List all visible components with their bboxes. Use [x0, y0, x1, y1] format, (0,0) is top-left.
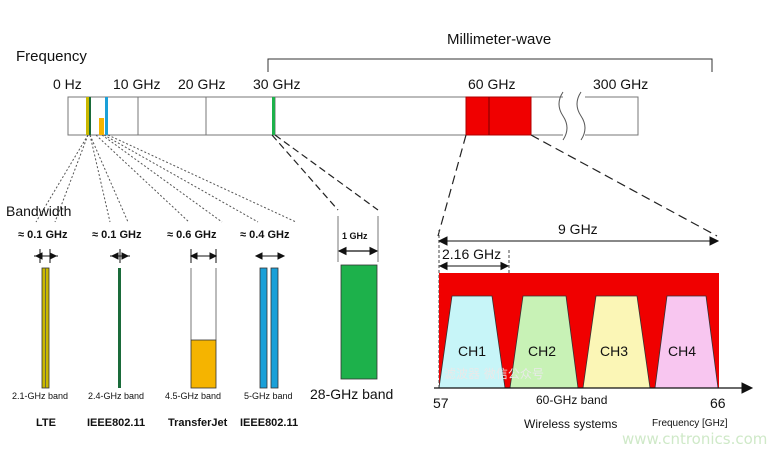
band-label-60ghz: 60-GHz band [536, 393, 607, 407]
bw-5ghz: ≈ 0.4 GHz [240, 229, 290, 241]
channel-bw-label: 2.16 GHz [442, 246, 501, 262]
channel-ch3-label: CH3 [600, 343, 628, 359]
channel-ch4-label: CH4 [668, 343, 696, 359]
system-transferjet: TransferJet [168, 417, 228, 429]
channel-ch1-label: CH1 [458, 343, 486, 359]
tick-30ghz: 30 GHz [253, 76, 300, 92]
bw-lte: ≈ 0.1 GHz [18, 229, 68, 241]
band-lte-strip [86, 97, 89, 135]
band-wlan-strip [89, 97, 91, 135]
zoom-lines-28ghz [271, 134, 379, 211]
tick-0hz: 0 Hz [53, 76, 82, 92]
system-lte: LTE [36, 417, 56, 429]
band-label-transferjet: 4.5-GHz band [165, 391, 221, 401]
tick-20ghz: 20 GHz [178, 76, 225, 92]
tick-300ghz: 300 GHz [593, 76, 648, 92]
bw-wlan24: ≈ 0.1 GHz [92, 229, 142, 241]
axis-start-57: 57 [433, 395, 449, 411]
wireless-systems-label: Wireless systems [524, 417, 617, 431]
bw-28ghz-arrow [337, 246, 379, 256]
band-transferjet-strip [99, 118, 104, 135]
band-60ghz-strip [465, 96, 532, 136]
bw-28ghz: 1 GHz [342, 231, 368, 241]
axis-end-66: 66 [710, 395, 726, 411]
axis-break [563, 92, 585, 140]
bandwidth-arrows [34, 249, 286, 263]
band-label-5ghz: 5-GHz band [244, 391, 293, 401]
frequency-title: Frequency [16, 48, 87, 65]
channel-bw-arrow [438, 261, 510, 271]
tick-10ghz: 10 GHz [113, 76, 160, 92]
tick-60ghz: 60 GHz [468, 76, 515, 92]
band-label-28ghz: 28-GHz band [310, 386, 393, 402]
band-5ghz-strip [105, 97, 108, 135]
band-label-lte: 2.1-GHz band [12, 391, 68, 401]
bar-5ghz-a [259, 267, 268, 389]
bar-transferjet [190, 339, 217, 389]
watermark-url: www.cntronics.com [622, 430, 767, 448]
bar-5ghz-b [270, 267, 279, 389]
band-label-wlan24: 2.4-GHz band [88, 391, 144, 401]
frequency-strip [67, 91, 639, 141]
bw-transferjet: ≈ 0.6 GHz [167, 229, 217, 241]
freq-axis-60ghz [434, 382, 754, 394]
channel-ch2-label: CH2 [528, 343, 556, 359]
zoom-lines-small-bands [35, 134, 297, 223]
zoom-lines-60ghz [437, 134, 718, 237]
millimeter-wave-label: Millimeter-wave [447, 31, 551, 48]
bar-28ghz [340, 264, 378, 380]
system-wlan5: IEEE802.11 [240, 417, 298, 429]
bar-wlan24 [118, 268, 121, 388]
bandwidth-title: Bandwidth [6, 203, 71, 219]
frequency-axis-label: Frequency [GHz] [652, 418, 728, 429]
system-wlan24: IEEE802.11 [87, 417, 145, 429]
millimeter-wave-bracket [267, 58, 713, 72]
watermark-cn: 滤波器 微信公众号 [444, 367, 544, 381]
total-bw-arrow [437, 236, 720, 246]
total-bw-label: 9 GHz [558, 221, 598, 237]
band-28ghz-strip [272, 97, 275, 135]
